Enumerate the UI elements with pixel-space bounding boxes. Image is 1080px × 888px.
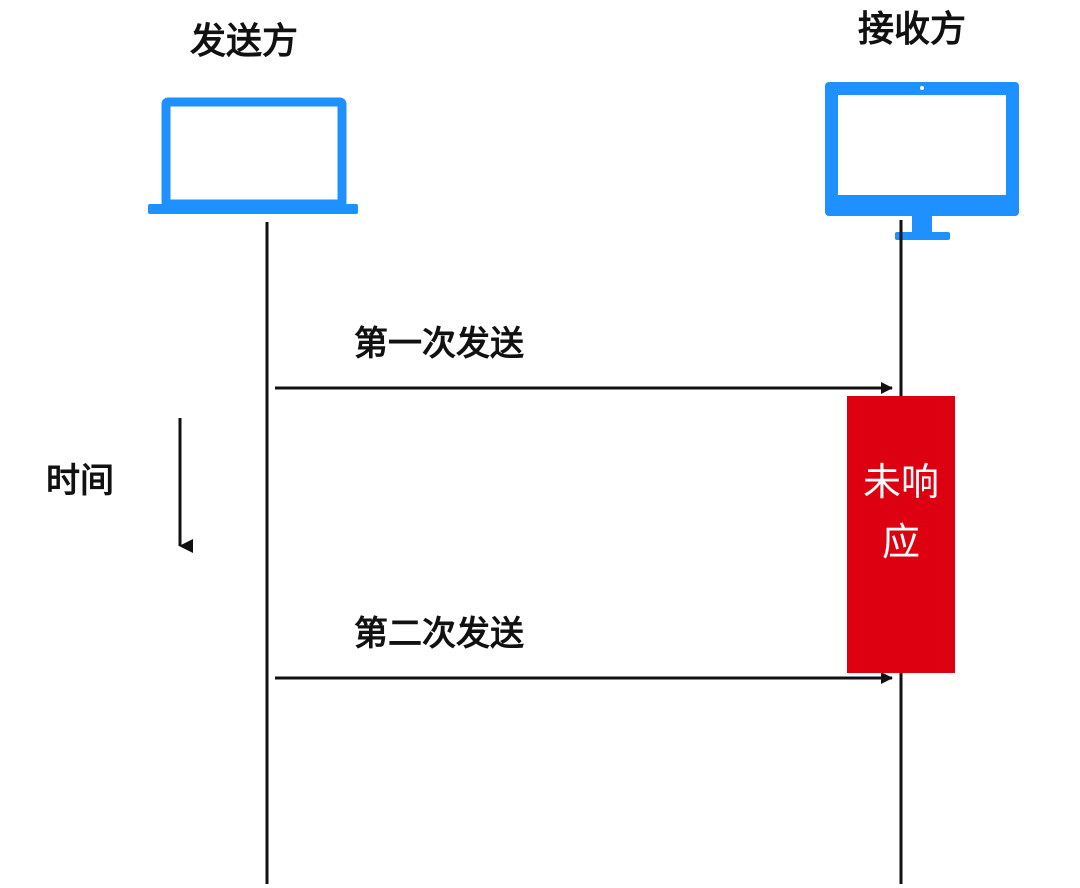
no-response-label: 未响应 (862, 460, 939, 564)
laptop-icon (148, 97, 358, 214)
time-label: 时间 (46, 461, 114, 501)
second-send-label: 第二次发送 (354, 614, 524, 654)
monitor-icon (825, 82, 1019, 240)
receiver-title: 接收方 (858, 9, 967, 50)
sender-title: 发送方 (190, 21, 299, 62)
first-send-label: 第一次发送 (354, 324, 524, 364)
no-response-box: 未响应 (847, 396, 955, 673)
